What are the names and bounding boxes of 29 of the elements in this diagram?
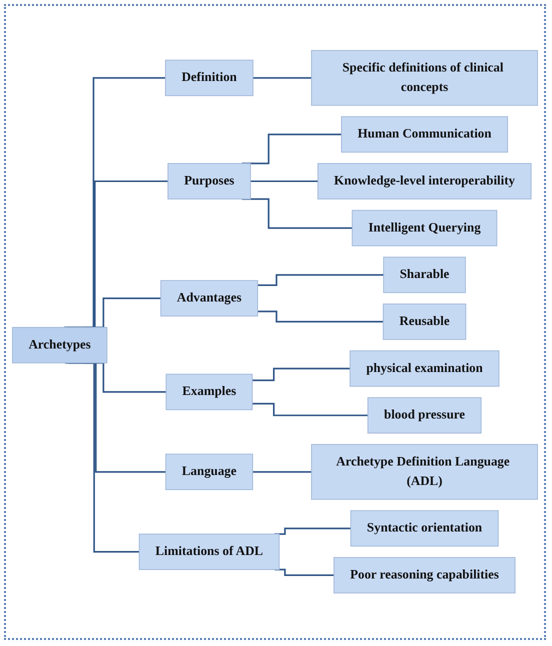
node-box: Definition [165,60,254,96]
connector [252,368,350,382]
node-box: Knowledge-level interoperability [317,163,532,200]
node-box: Advantages [160,280,258,317]
connector [258,310,384,323]
node-box: Specific definitions of clinical concepts [311,50,538,106]
node-box: blood pressure [367,397,482,434]
node-box: Examples [166,374,253,410]
connector [84,298,161,328]
node-box: Poor reasoning capabilities [334,557,516,594]
connector [66,180,168,328]
connector [250,180,318,182]
node-box: Purposes [168,163,251,200]
node-box: Language [165,454,254,490]
connector [252,403,368,416]
node-box: physical examination [350,350,500,387]
connector [252,471,312,473]
node-box: Limitations of ADL [138,534,280,570]
node-box: Intelligent Querying [352,210,498,246]
node-box: Archetype Definition Language (ADL) [311,444,538,500]
node-box: Human Communication [341,116,508,153]
node-box: Reusable [382,304,466,340]
connector [258,274,384,286]
node-box: Sharable [383,257,466,294]
connector [242,134,342,165]
connector [253,77,312,79]
connector [64,77,166,328]
node-box: Syntactic orientation [350,510,499,547]
node-box: Archetypes [12,327,108,364]
